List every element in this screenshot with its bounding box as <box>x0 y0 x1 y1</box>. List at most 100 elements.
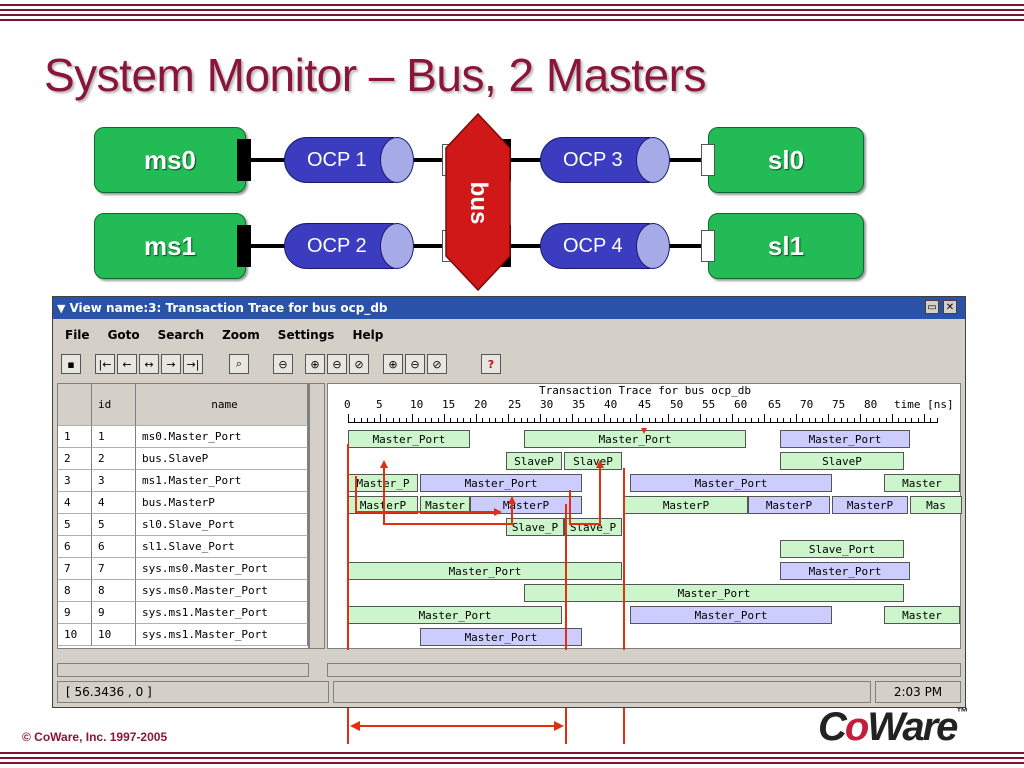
row-id: 4 <box>92 492 136 514</box>
col-header-id[interactable]: id <box>92 384 136 426</box>
trace-bar[interactable]: MasterP <box>470 496 582 514</box>
tick-mark <box>502 418 503 422</box>
center-icon[interactable]: ↔ <box>139 354 159 374</box>
tick-mark <box>694 418 695 422</box>
close-button[interactable]: ✕ <box>943 300 957 314</box>
tick-mark <box>700 414 701 422</box>
trace-horizontal-scrollbar[interactable] <box>327 663 961 677</box>
tick-mark <box>553 418 554 422</box>
trace-bar[interactable]: Mas <box>910 496 962 514</box>
tick-mark <box>598 418 599 422</box>
zoom-x-icon[interactable]: ⊘ <box>349 354 369 374</box>
trace-bar[interactable]: Master_Port <box>524 430 746 448</box>
trace-bar[interactable]: Master_Port <box>780 430 910 448</box>
menu-settings[interactable]: Settings <box>277 328 335 342</box>
trace-bar[interactable]: Master_Port <box>780 562 910 580</box>
window-title: View name:3: Transaction Trace for bus o… <box>69 301 388 315</box>
trace-bar[interactable]: SlaveP <box>564 452 622 470</box>
trace-bar[interactable]: Master <box>884 606 960 624</box>
menu-file[interactable]: File <box>65 328 90 342</box>
menu-zoom[interactable]: Zoom <box>222 328 260 342</box>
menu-search[interactable]: Search <box>157 328 205 342</box>
trace-bar[interactable]: Master_Port <box>348 430 470 448</box>
zoom-icon[interactable]: ⊖ <box>273 354 293 374</box>
zoom-in-y-icon[interactable]: ⊕ <box>383 354 403 374</box>
trace-bar[interactable]: Master_Port <box>420 474 582 492</box>
step-forward-icon[interactable]: → <box>161 354 181 374</box>
row-index: 2 <box>58 448 92 470</box>
tick-label: 45 <box>638 398 652 411</box>
minimize-button[interactable]: ▭ <box>925 300 939 314</box>
trace-bar[interactable]: Slave_P <box>564 518 622 536</box>
tick-mark <box>930 418 931 422</box>
trace-bar[interactable]: Master_Port <box>630 474 832 492</box>
tick-mark <box>457 418 458 422</box>
tick-mark <box>732 414 733 422</box>
tick-mark <box>591 418 592 422</box>
goto-start-icon[interactable]: |← <box>95 354 115 374</box>
trace-bar[interactable]: Master_Port <box>348 562 622 580</box>
left-horizontal-scrollbar[interactable] <box>57 663 309 677</box>
connector <box>251 244 291 248</box>
table-header: id name <box>58 384 308 426</box>
find-icon[interactable]: ⌕ <box>229 354 249 374</box>
menu-goto[interactable]: Goto <box>107 328 140 342</box>
zoom-fit-y-icon[interactable]: ⊘ <box>427 354 447 374</box>
trace-bar[interactable]: MasterP <box>832 496 908 514</box>
trace-bar[interactable]: Master <box>420 496 470 514</box>
trace-bar[interactable]: Master_Port <box>420 628 582 646</box>
chevron-down-icon[interactable]: ▼ <box>57 301 66 315</box>
trace-bar[interactable]: Master_Port <box>348 606 562 624</box>
ms0-port <box>237 139 251 181</box>
zoom-out-y-icon[interactable]: ⊖ <box>405 354 425 374</box>
ocp-channel-3-cap <box>636 137 670 183</box>
help-icon[interactable]: ? <box>481 354 501 374</box>
save-icon[interactable]: ▪ <box>61 354 81 374</box>
zoom-in-icon[interactable]: ⊕ <box>305 354 325 374</box>
trace-bar[interactable]: Master <box>884 474 960 492</box>
goto-end-icon[interactable]: →| <box>183 354 203 374</box>
tick-mark <box>393 418 394 422</box>
trace-bar[interactable]: Master_Port <box>524 584 904 602</box>
tick-mark <box>450 418 451 422</box>
trace-bar[interactable]: MasterP <box>748 496 830 514</box>
trace-bar[interactable]: SlaveP <box>506 452 562 470</box>
tick-mark <box>681 418 682 422</box>
trace-bar[interactable]: Master_Port <box>630 606 832 624</box>
row-id: 7 <box>92 558 136 580</box>
zoom-out-icon[interactable]: ⊖ <box>327 354 347 374</box>
tick-mark <box>534 418 535 422</box>
menu-help[interactable]: Help <box>352 328 384 342</box>
trace-bar[interactable]: Slave_Port <box>780 540 904 558</box>
row-name: bus.SlaveP <box>136 448 308 470</box>
tick-mark <box>860 414 861 422</box>
tick-label: time [ns] <box>894 398 954 411</box>
trace-bar[interactable]: Slave_P <box>506 518 564 536</box>
tick-mark <box>866 418 867 422</box>
ocp-channel-3: OCP 3 <box>540 137 650 183</box>
connector <box>410 244 442 248</box>
vertical-scrollbar[interactable] <box>309 383 325 649</box>
col-header-name[interactable]: name <box>136 384 308 426</box>
trace-bar[interactable]: SlaveP <box>780 452 904 470</box>
col-header-index[interactable] <box>58 384 92 426</box>
tick-mark <box>886 418 887 422</box>
tick-mark <box>649 418 650 422</box>
row-id: 8 <box>92 580 136 602</box>
tick-mark <box>578 418 579 422</box>
step-back-icon[interactable]: ← <box>117 354 137 374</box>
status-coords: [ 56.3436 , 0 ] <box>57 681 329 703</box>
time-axis-line <box>348 422 938 423</box>
ocp-channel-1-cap <box>380 137 414 183</box>
